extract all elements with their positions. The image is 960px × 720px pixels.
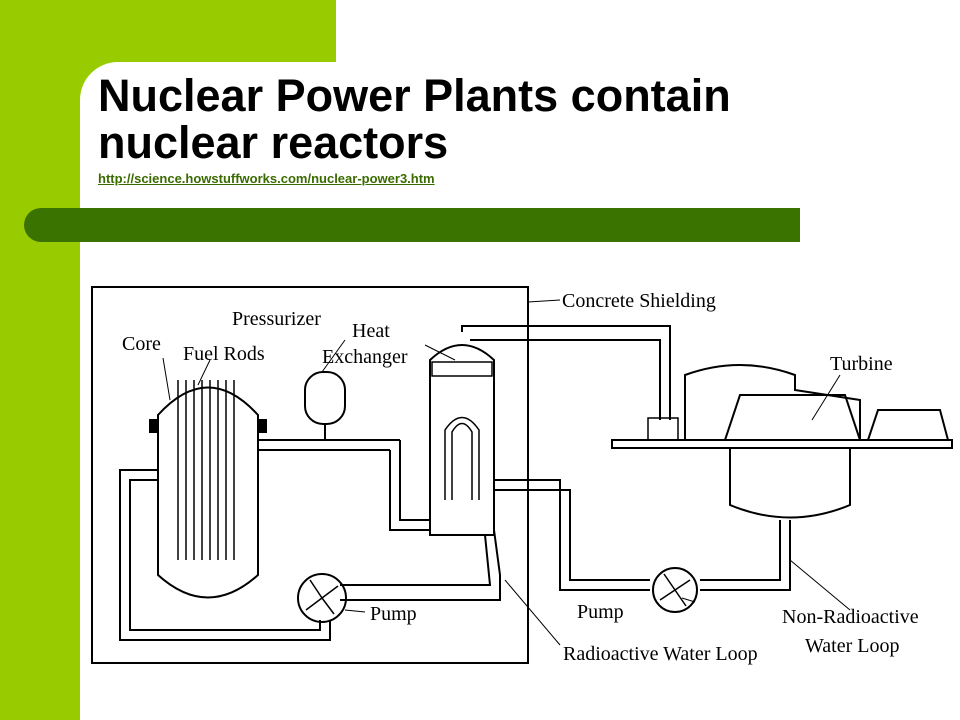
decor-divider-bar — [24, 208, 800, 242]
heat-exchanger — [429, 344, 495, 536]
label-water-loop: Water Loop — [805, 635, 899, 657]
vessel-flange-right — [257, 419, 267, 433]
primary-return-pipe — [340, 529, 501, 601]
label-pressurizer: Pressurizer — [232, 308, 321, 330]
turbine-deck — [611, 439, 953, 449]
secondary-loop-pipe — [494, 479, 650, 591]
label-exchanger: Exchanger — [322, 346, 408, 368]
heat-exchanger-tubes — [444, 416, 480, 500]
title-panel — [80, 62, 960, 208]
title-line-1: Nuclear Power Plants contain — [98, 70, 731, 121]
primary-loop-pipe — [389, 440, 430, 531]
condenser — [729, 448, 851, 519]
label-radioactive-water-loop: Radioactive Water Loop — [563, 643, 758, 665]
pump-right — [652, 567, 698, 613]
label-pump-right: Pump — [577, 601, 624, 623]
label-core: Core — [122, 333, 161, 355]
source-link[interactable]: http://science.howstuffworks.com/nuclear… — [98, 171, 435, 186]
label-fuel-rods: Fuel Rods — [183, 343, 265, 365]
pressurizer-tank — [304, 371, 346, 425]
vessel-flange-left — [149, 419, 159, 433]
label-non-radioactive: Non-Radioactive — [782, 606, 919, 628]
concrete-shielding-box — [91, 286, 529, 664]
steam-line — [461, 325, 671, 420]
slide-title: Nuclear Power Plants contain nuclear rea… — [98, 72, 858, 166]
decor-green-column — [0, 0, 80, 720]
label-concrete-shielding: Concrete Shielding — [562, 290, 716, 312]
title-line-2: nuclear reactors — [98, 117, 449, 168]
label-pump-left: Pump — [370, 603, 417, 625]
reactor-diagram: Concrete Shielding Pressurizer Heat Exch… — [91, 286, 953, 665]
turbine — [684, 364, 862, 441]
heat-exchanger-grid — [431, 361, 493, 377]
pump-left — [297, 573, 347, 623]
label-turbine: Turbine — [830, 353, 893, 375]
label-heat: Heat — [352, 320, 390, 342]
fuel-rods — [177, 380, 235, 560]
reactor-vessel — [157, 386, 259, 599]
